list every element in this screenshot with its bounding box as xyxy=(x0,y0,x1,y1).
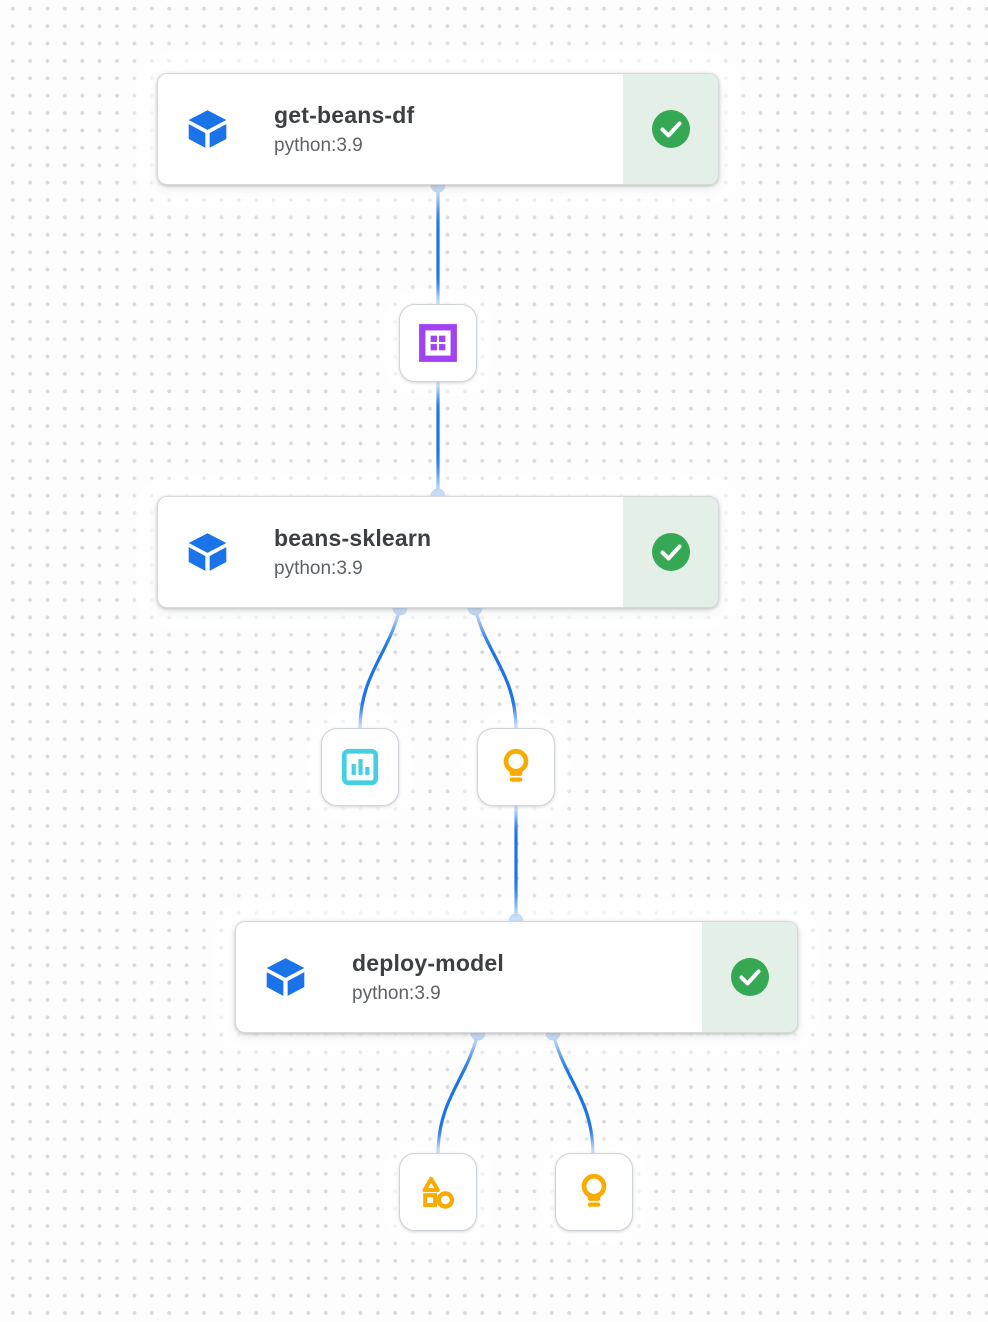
status-panel xyxy=(702,922,797,1032)
shapes-icon xyxy=(422,1176,455,1209)
check-circle-icon xyxy=(730,958,769,996)
task-node-deploy-model[interactable]: deploy-model python:3.9 xyxy=(235,921,798,1033)
cube-icon xyxy=(186,532,229,572)
edge-beans-sklearn-to-metrics xyxy=(358,607,402,731)
task-title: deploy-model xyxy=(352,949,504,976)
lightbulb-icon xyxy=(503,748,529,782)
task-title: beans-sklearn xyxy=(274,524,432,551)
edge-deploy-model-to-shapes xyxy=(436,1032,480,1156)
artifact-node-shapes[interactable] xyxy=(399,1153,477,1231)
check-circle-icon xyxy=(651,533,690,571)
edge-deploy-model-to-model2 xyxy=(551,1032,595,1156)
dataset-grid-icon xyxy=(419,324,457,362)
cube-icon xyxy=(186,109,229,149)
task-node-beans-sklearn[interactable]: beans-sklearn python:3.9 xyxy=(157,496,719,608)
artifact-node-metrics[interactable] xyxy=(321,728,399,806)
status-panel xyxy=(623,497,718,607)
task-node-get-beans-df[interactable]: get-beans-df python:3.9 xyxy=(157,73,719,185)
edge-beans-sklearn-to-model xyxy=(473,607,518,731)
cube-icon xyxy=(264,957,307,997)
artifact-node-model-2[interactable] xyxy=(555,1153,633,1231)
check-circle-icon xyxy=(651,110,690,148)
lightbulb-icon xyxy=(581,1173,607,1207)
artifact-node-model-1[interactable] xyxy=(477,728,555,806)
artifact-node-dataset[interactable] xyxy=(399,304,477,382)
task-title: get-beans-df xyxy=(274,101,415,128)
task-subtitle: python:3.9 xyxy=(274,557,363,579)
bar-chart-icon xyxy=(341,748,379,786)
task-subtitle: python:3.9 xyxy=(274,134,363,156)
status-panel xyxy=(623,74,718,184)
task-subtitle: python:3.9 xyxy=(352,982,441,1004)
